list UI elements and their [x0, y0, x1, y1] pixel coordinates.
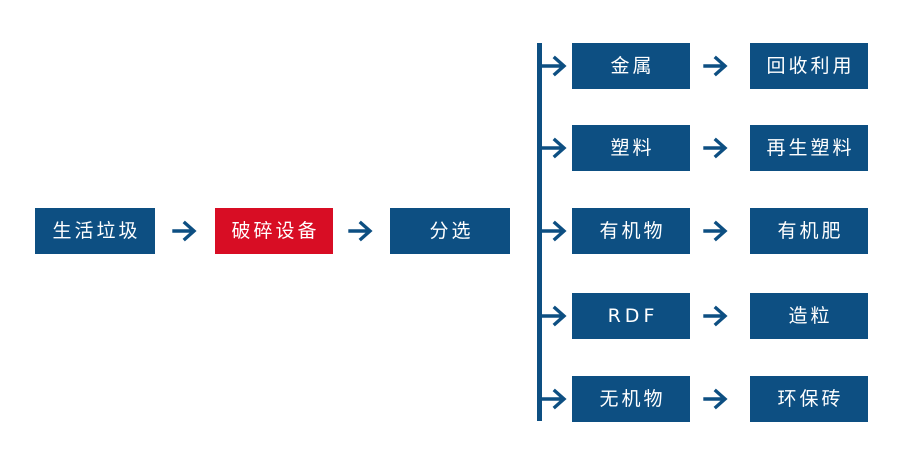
node-product-inorganic[interactable]: 环保砖	[750, 376, 868, 422]
node-material-plastic[interactable]: 塑料	[572, 125, 690, 171]
arrow-right-icon-main-1	[172, 218, 200, 244]
arrow-right-icon-inorganic	[703, 386, 731, 412]
branch-arrow-icon-organic	[540, 218, 570, 244]
node-product-plastic[interactable]: 再生塑料	[750, 125, 868, 171]
branch-arrow-icon-inorganic	[540, 386, 570, 412]
node-crusher[interactable]: 破碎设备	[215, 208, 333, 254]
node-material-organic[interactable]: 有机物	[572, 208, 690, 254]
branch-arrow-icon-rdf	[540, 303, 570, 329]
node-material-inorganic[interactable]: 无机物	[572, 376, 690, 422]
arrow-right-icon-rdf	[703, 303, 731, 329]
branch-arrow-icon-plastic	[540, 135, 570, 161]
node-product-metal[interactable]: 回收利用	[750, 43, 868, 89]
arrow-right-icon-metal	[703, 53, 731, 79]
node-product-rdf[interactable]: 造粒	[750, 293, 868, 339]
node-material-rdf[interactable]: RDF	[572, 293, 690, 339]
arrow-right-icon-plastic	[703, 135, 731, 161]
node-material-metal[interactable]: 金属	[572, 43, 690, 89]
node-input[interactable]: 生活垃圾	[35, 208, 155, 254]
branch-arrow-icon-metal	[540, 53, 570, 79]
node-product-organic[interactable]: 有机肥	[750, 208, 868, 254]
arrow-right-icon-organic	[703, 218, 731, 244]
node-sorting[interactable]: 分选	[390, 208, 510, 254]
arrow-right-icon-main-2	[348, 218, 376, 244]
